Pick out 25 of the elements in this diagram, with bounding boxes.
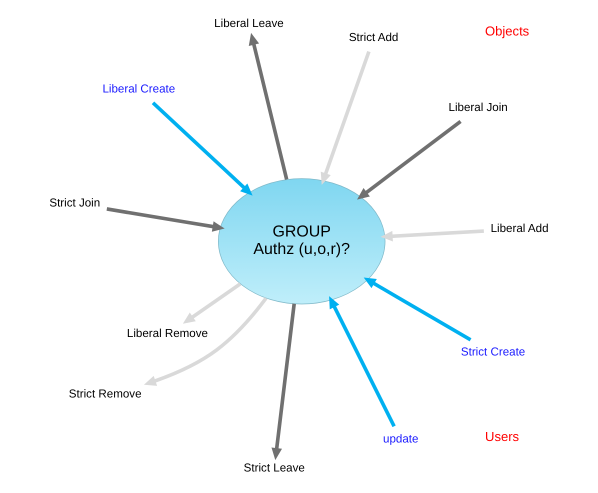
node-text: Liberal Remove xyxy=(126,328,208,340)
node-text: Liberal Leave xyxy=(214,18,284,30)
label: Objects xyxy=(485,24,530,39)
arrow xyxy=(380,229,484,242)
node-text: update xyxy=(383,433,418,446)
arrow xyxy=(320,50,371,185)
label: Users xyxy=(485,428,520,444)
node-text: Liberal Create xyxy=(102,83,176,96)
arrow xyxy=(152,102,253,196)
arrow xyxy=(271,304,296,460)
node-text: Strict Remove xyxy=(68,388,142,400)
node-text: Liberal Join xyxy=(448,102,508,114)
arrow xyxy=(357,120,462,200)
arrow xyxy=(106,207,225,232)
arrow xyxy=(364,277,472,342)
node-text: Liberal Add xyxy=(490,222,549,235)
arrow xyxy=(329,296,396,428)
node-text: Strict Leave xyxy=(244,462,305,475)
node-text: Strict Create xyxy=(460,346,526,359)
node-text: Strict Add xyxy=(348,32,398,44)
arrow xyxy=(144,297,268,386)
node-ellipse: GROUP Authz (u,o,r)? xyxy=(218,178,386,304)
node-text: Strict Join xyxy=(49,197,100,210)
arrow xyxy=(182,282,242,324)
arrow xyxy=(248,32,288,180)
